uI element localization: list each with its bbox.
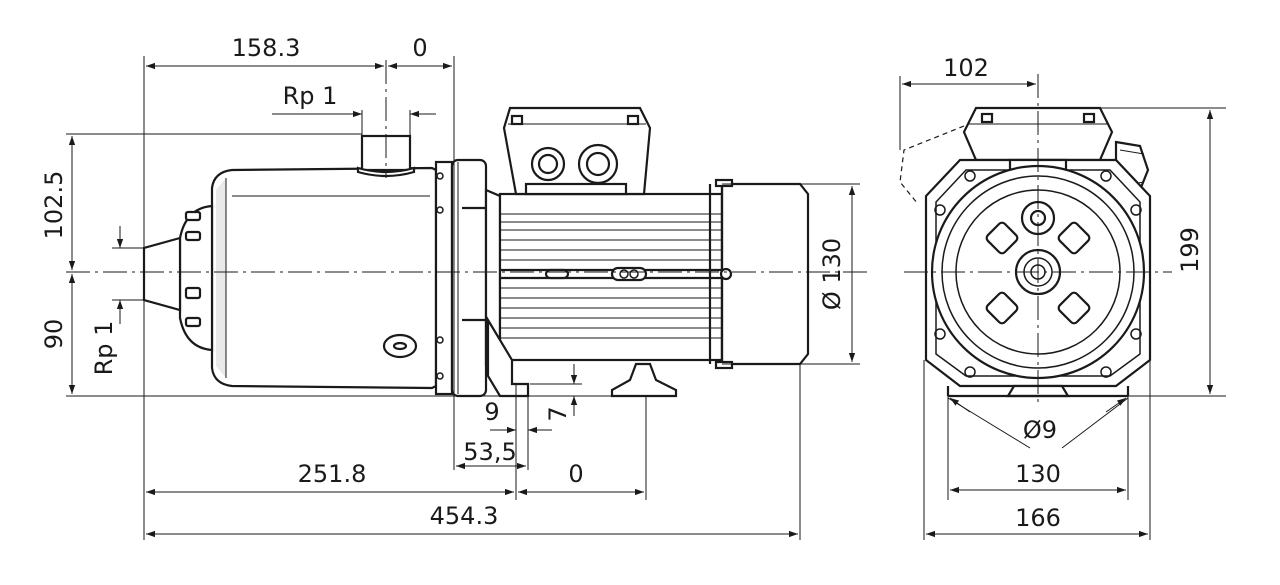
front-phantom-outline <box>899 125 965 205</box>
front-dimension-lines <box>902 80 1214 538</box>
side-view: 158.3 0 Rp 1 102.5 90 Rp 1 Ø 130 9 7 53,… <box>40 34 870 540</box>
dim-hole-diameter: Ø9 <box>1023 416 1057 444</box>
terminal-box <box>502 106 652 196</box>
motor <box>484 178 810 370</box>
dim-53-5: 53,5 <box>463 438 516 466</box>
dim-base-zero: 0 <box>568 460 583 488</box>
front-foot <box>946 384 1130 398</box>
pump-housing <box>142 134 488 398</box>
dim-130: 130 <box>1015 460 1061 488</box>
dim-discharge-thread: Rp 1 <box>90 321 118 376</box>
dim-166: 166 <box>1015 504 1061 532</box>
dim-9: 9 <box>484 398 499 426</box>
dim-158-3: 158.3 <box>232 34 301 62</box>
dim-7: 7 <box>544 406 572 421</box>
dim-motor-diameter: Ø 130 <box>818 238 846 310</box>
dim-102: 102 <box>943 54 989 82</box>
dimension-lines <box>68 62 856 538</box>
front-view: 102 199 Ø9 130 166 <box>899 54 1226 540</box>
dim-90: 90 <box>40 319 68 350</box>
dim-102-5: 102.5 <box>40 171 68 240</box>
dim-199: 199 <box>1176 227 1204 273</box>
dim-454-3: 454.3 <box>430 502 499 530</box>
dim-suction-thread: Rp 1 <box>283 82 338 110</box>
dim-top-zero: 0 <box>412 34 427 62</box>
extension-lines <box>66 56 860 540</box>
dim-251-8: 251.8 <box>298 460 367 488</box>
